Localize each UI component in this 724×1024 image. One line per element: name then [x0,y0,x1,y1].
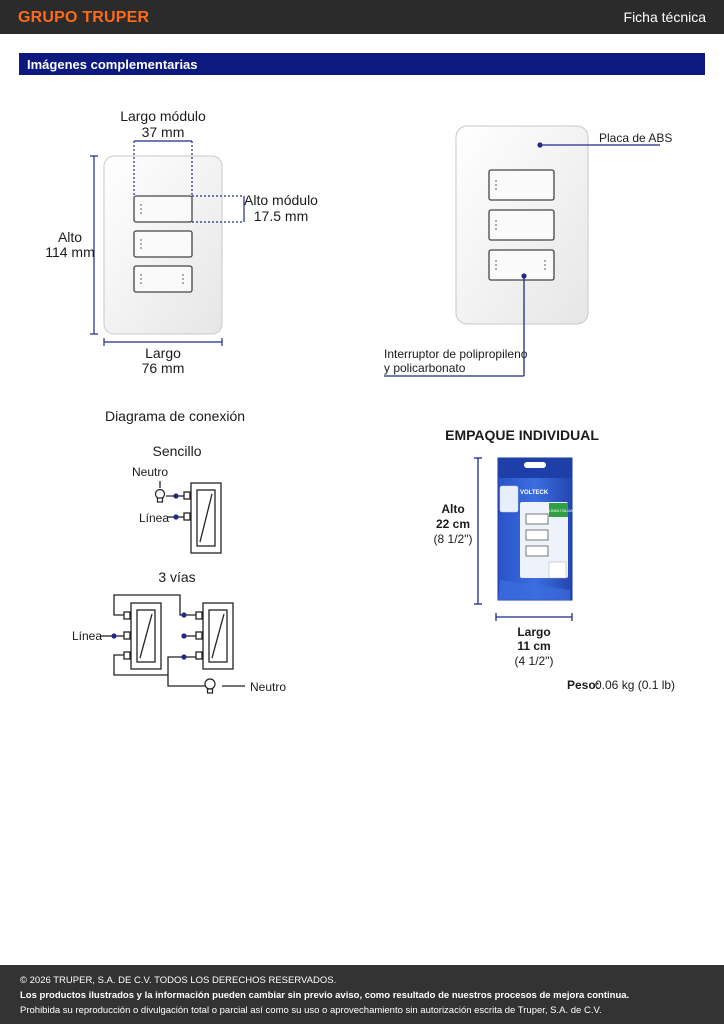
packaging-title: EMPAQUE INDIVIDUAL [445,427,599,443]
largo-modulo-label: Largo módulo [120,108,206,124]
header-bar: GRUPO TRUPER Ficha técnica [0,0,724,34]
bulb-icon [204,678,216,694]
neutro-label: Neutro [132,465,168,479]
pkg-alto-label: Alto [441,502,464,516]
package-image [497,457,573,601]
sencillo-title: Sencillo [152,443,201,459]
package-tag-text: LÍNEA ITALIANA [549,509,576,513]
peso-value: 0.06 kg (0.1 lb) [595,678,675,692]
three-way-diagram [100,594,245,687]
largo-label: Largo [145,345,181,361]
diagram-title: Diagrama de conexión [105,408,245,424]
pkg-largo-inch: (4 1/2") [515,654,554,668]
neutro-3vias-label: Neutro [250,680,286,694]
section-title: Imágenes complementarias [27,57,198,72]
alto-value: 114 mm [45,244,95,260]
terminal-dot [181,612,187,618]
dimension-lines [90,140,245,346]
package-dimension-lines [474,457,573,621]
document-type: Ficha técnica [623,9,706,25]
footer: © 2026 TRUPER, S.A. DE C.V. TODOS LOS DE… [0,965,724,1024]
placa-abs-label: Placa de ABS [599,131,672,145]
wall-plate-callouts [455,125,589,325]
largo-modulo-value: 37 mm [142,124,185,140]
section-header: Imágenes complementarias [19,53,705,75]
alto-modulo-value: 17.5 mm [254,208,308,224]
terminal-dot [111,633,117,639]
pkg-alto-inch: (8 1/2") [434,532,473,546]
pkg-largo-value: 11 cm [517,639,550,653]
footer-notice: Los productos ilustrados y la informació… [20,990,630,1001]
interruptor-label-1: Interruptor de polipropileno [384,347,528,361]
package-brand-text: VOLTECK [520,490,549,496]
footer-legal: Prohibida su reproducción o divulgación … [20,1005,602,1016]
linea-label: Línea [139,511,169,525]
pkg-largo-label: Largo [517,625,550,639]
peso-label: Peso: [567,678,600,692]
terminal-dot [181,633,187,639]
product-figure: Largo módulo 37 mm Alto módulo 17.5 mm A… [45,108,675,694]
alto-label: Alto [58,229,82,245]
tres-vias-title: 3 vías [158,569,195,585]
interruptor-label-2: y policarbonato [384,361,466,375]
brand-logo: GRUPO TRUPER [18,9,150,26]
pkg-alto-value: 22 cm [436,517,470,531]
largo-value: 76 mm [142,360,185,376]
callout-dot [521,273,527,279]
bulb-icon [154,488,166,503]
terminal-dot [173,514,179,520]
callout-dot [537,142,543,148]
callout-lines [384,144,660,377]
terminal-dot [181,654,187,660]
single-pole-diagram [159,481,222,554]
wall-plate-dimensioned [103,155,223,335]
linea-3vias-label: Línea [72,629,102,643]
alto-modulo-label: Alto módulo [244,192,318,208]
footer-copyright: © 2026 TRUPER, S.A. DE C.V. TODOS LOS DE… [20,975,337,986]
